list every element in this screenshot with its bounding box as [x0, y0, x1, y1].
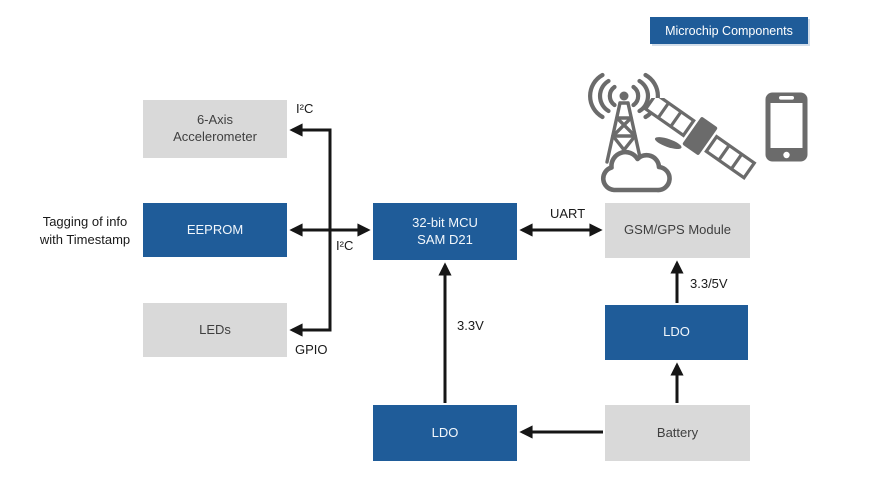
block-battery-label: Battery — [656, 424, 699, 440]
label-3v3: 3.3V — [457, 318, 484, 333]
annotation-line1: Tagging of info — [42, 214, 128, 229]
block-ldo-bottom: LDO — [373, 405, 517, 461]
label-i2c-mid: I²C — [336, 238, 354, 253]
label-gpio: GPIO — [295, 342, 328, 357]
block-accelerometer-line2: Accelerometer — [173, 129, 257, 144]
microchip-components-badge: Microchip Components — [650, 17, 808, 44]
cell-tower-icon — [588, 72, 660, 164]
block-eeprom: EEPROM — [143, 203, 287, 257]
block-mcu-line2: SAM D21 — [417, 231, 473, 247]
block-leds: LEDs — [143, 303, 287, 357]
block-battery: Battery — [605, 405, 750, 461]
label-3v3-5v: 3.3/5V — [690, 276, 728, 291]
block-ldo-right: LDO — [605, 305, 748, 360]
block-leds-label: LEDs — [199, 321, 231, 337]
timestamp-annotation: Tagging of info with Timestamp — [28, 213, 142, 248]
block-mcu: 32-bit MCU SAM D21 — [373, 203, 517, 260]
satellite-icon — [643, 98, 757, 181]
label-i2c-top: I²C — [296, 101, 314, 116]
block-eeprom-label: EEPROM — [186, 221, 244, 237]
annotation-line2: with Timestamp — [39, 231, 131, 247]
smartphone-icon — [765, 92, 808, 162]
label-uart: UART — [550, 206, 586, 221]
block-ldo-bottom-label: LDO — [431, 424, 459, 440]
block-accelerometer-line1: 6-Axis — [196, 112, 234, 128]
block-mcu-line1: 32-bit MCU — [412, 214, 478, 230]
block-ldo-right-label: LDO — [663, 324, 690, 340]
cloud-icon — [601, 149, 672, 193]
block-accelerometer: 6-Axis Accelerometer — [143, 100, 287, 158]
block-gsm-gps: GSM/GPS Module — [605, 203, 750, 258]
block-gsm-gps-label: GSM/GPS Module — [624, 222, 731, 238]
